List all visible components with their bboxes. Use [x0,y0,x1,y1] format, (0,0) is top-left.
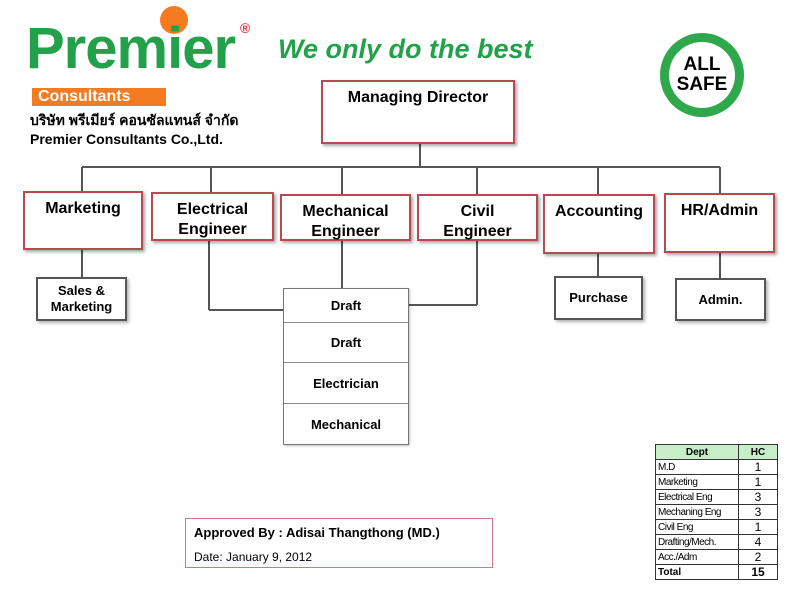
hc-cell: 1 [738,519,778,535]
badge-line2: SAFE [676,74,728,95]
approved-by: Approved By : Adisai Thangthong (MD.) [194,525,440,540]
dept-cell: Civil Eng [655,519,739,535]
node-electrician: Electrician [284,363,408,404]
node-label: Accounting [555,203,643,220]
dept-cell: M.D [655,459,739,475]
hc-cell: 1 [738,459,778,475]
node-label: Marketing [50,299,113,314]
dept-cell: Marketing [655,474,739,490]
badge-line1: ALL [683,54,721,75]
dept-cell: Acc./Adm [655,549,739,565]
header-dept: Dept [655,444,739,460]
node-draft-2: Draft [284,323,408,363]
hc-cell: 4 [738,534,778,550]
dept-cell: Drafting/Mech. [655,534,739,550]
dept-cell: Electrical Eng [655,489,739,505]
node-electrical-engineer: Electrical Engineer [151,192,274,241]
node-label: Electrical [176,201,249,218]
node-label: Mechanical [302,203,389,220]
node-label: Sales & [58,283,105,298]
table-header-row: Dept HC [655,444,778,460]
slogan: We only do the best [278,34,533,64]
node-sales-marketing: Sales & Marketing [36,277,127,321]
logo-consultants-text: Consultants [38,88,131,105]
total-value: 15 [738,564,778,580]
node-label: Admin. [698,291,743,307]
dept-cell: Mechaning Eng [655,504,739,520]
node-civil-engineer: Civil Engineer [417,194,538,241]
total-label: Total [655,564,739,580]
table-row: Drafting/Mech.4 [655,534,778,550]
logo-dot [160,6,188,34]
node-label: Engineer [443,223,512,240]
node-marketing: Marketing [23,191,143,250]
node-label: HR/Admin [680,202,759,219]
hc-cell: 3 [738,504,778,520]
node-draft-1: Draft [284,289,408,323]
node-label: Engineer [178,221,247,238]
node-label: Marketing [45,200,121,217]
node-admin: Admin. [675,278,766,321]
node-purchase: Purchase [554,276,643,320]
logo-registered-mark: ® [240,20,251,36]
logo-name: Premier [26,16,236,81]
header-hc: HC [738,444,778,460]
approval-box: Approved By : Adisai Thangthong (MD.) Da… [185,518,493,568]
node-mechanical-engineer: Mechanical Engineer [280,194,411,241]
logo-thai-name: บริษัท พรีเมียร์ คอนซัลแทนส์ จำกัด [30,112,239,128]
all-safe-badge: ALL SAFE [660,33,744,117]
node-label: Engineer [311,223,380,240]
hc-cell: 1 [738,474,778,490]
node-label: Civil [460,203,495,220]
hc-cell: 3 [738,489,778,505]
node-hr-admin: HR/Admin [664,193,775,253]
node-managing-director: Managing Director [321,80,515,144]
hc-cell: 2 [738,549,778,565]
logo-company-name: Premier Consultants Co.,Ltd. [30,131,223,147]
approval-date: Date: January 9, 2012 [194,550,313,564]
node-mechanical: Mechanical [310,416,382,432]
node-label: Purchase [569,290,628,305]
logo-consultants-bar: Consultants [32,88,166,106]
node-accounting: Accounting [543,194,655,254]
shared-units-stack: Draft Draft Electrician Mechanical [283,288,409,445]
node-label: Managing Director [347,89,489,106]
